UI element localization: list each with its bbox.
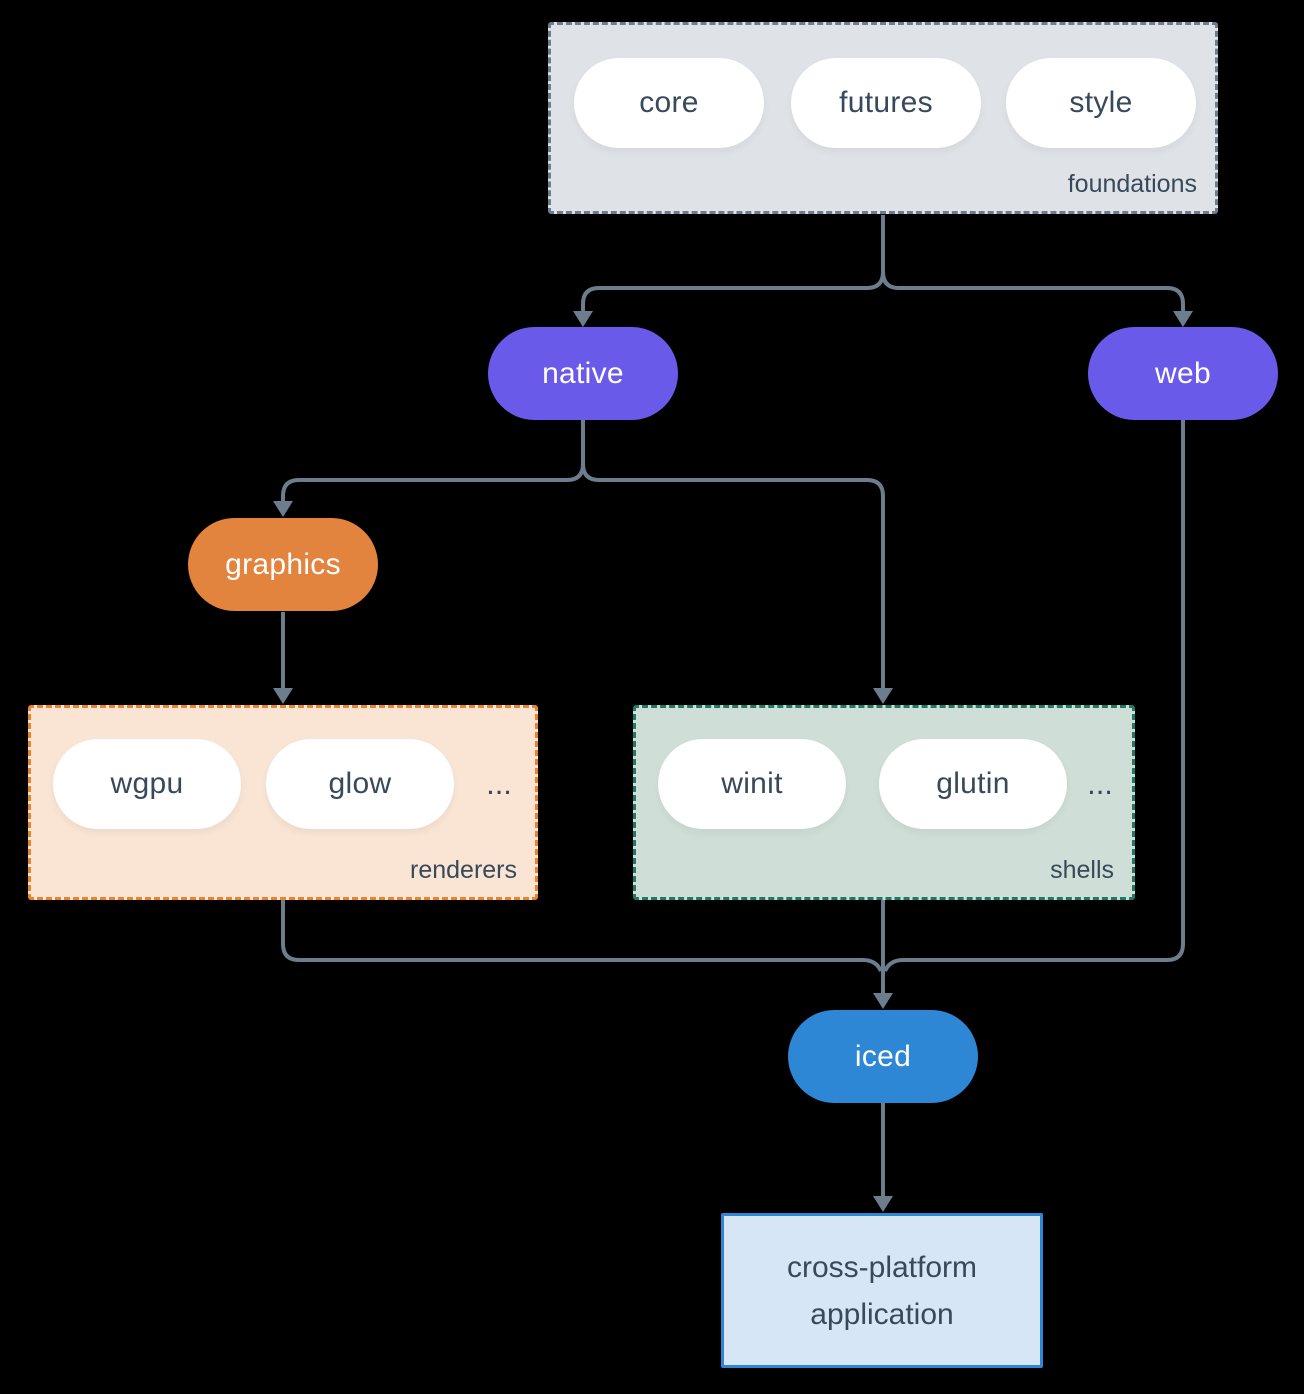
arrowhead-graphics [273, 501, 293, 517]
renderers-ellipsis: ... [486, 766, 512, 801]
arrowhead-native [573, 311, 593, 327]
arrowhead-iced [873, 993, 893, 1009]
node-native: native [488, 327, 678, 420]
foundations-label: foundations [1067, 170, 1197, 198]
edge-native-split [273, 420, 893, 704]
foundations-group: core futures style foundations [548, 22, 1218, 214]
renderers-label: renderers [410, 856, 517, 884]
edge-foundations-split [573, 215, 1193, 327]
edge-graphics-renderers [273, 612, 293, 704]
shells-ellipsis: ... [1087, 766, 1113, 801]
arrowhead-web [1173, 311, 1193, 327]
arrowhead-shells [873, 688, 893, 704]
node-graphics: graphics [188, 518, 378, 611]
renderers-group: wgpu glow ... renderers [28, 705, 538, 900]
node-application: cross-platform application [721, 1213, 1043, 1368]
node-glutin: glutin [879, 739, 1067, 829]
node-style: style [1006, 58, 1196, 148]
edge-web-merge [883, 420, 1185, 972]
node-web: web [1088, 327, 1278, 420]
node-winit: winit [658, 739, 846, 829]
edge-shells-iced [873, 900, 893, 1009]
shells-label: shells [1050, 856, 1114, 884]
node-core: core [574, 58, 764, 148]
node-futures: futures [791, 58, 981, 148]
shells-group: winit glutin ... shells [633, 705, 1135, 900]
node-wgpu: wgpu [53, 739, 241, 829]
edge-renderers-merge [281, 900, 883, 972]
node-glow: glow [266, 739, 454, 829]
arrowhead-renderers [273, 688, 293, 704]
node-iced: iced [788, 1010, 978, 1103]
arrowhead-application [873, 1196, 893, 1212]
edge-iced-application [873, 1103, 893, 1212]
